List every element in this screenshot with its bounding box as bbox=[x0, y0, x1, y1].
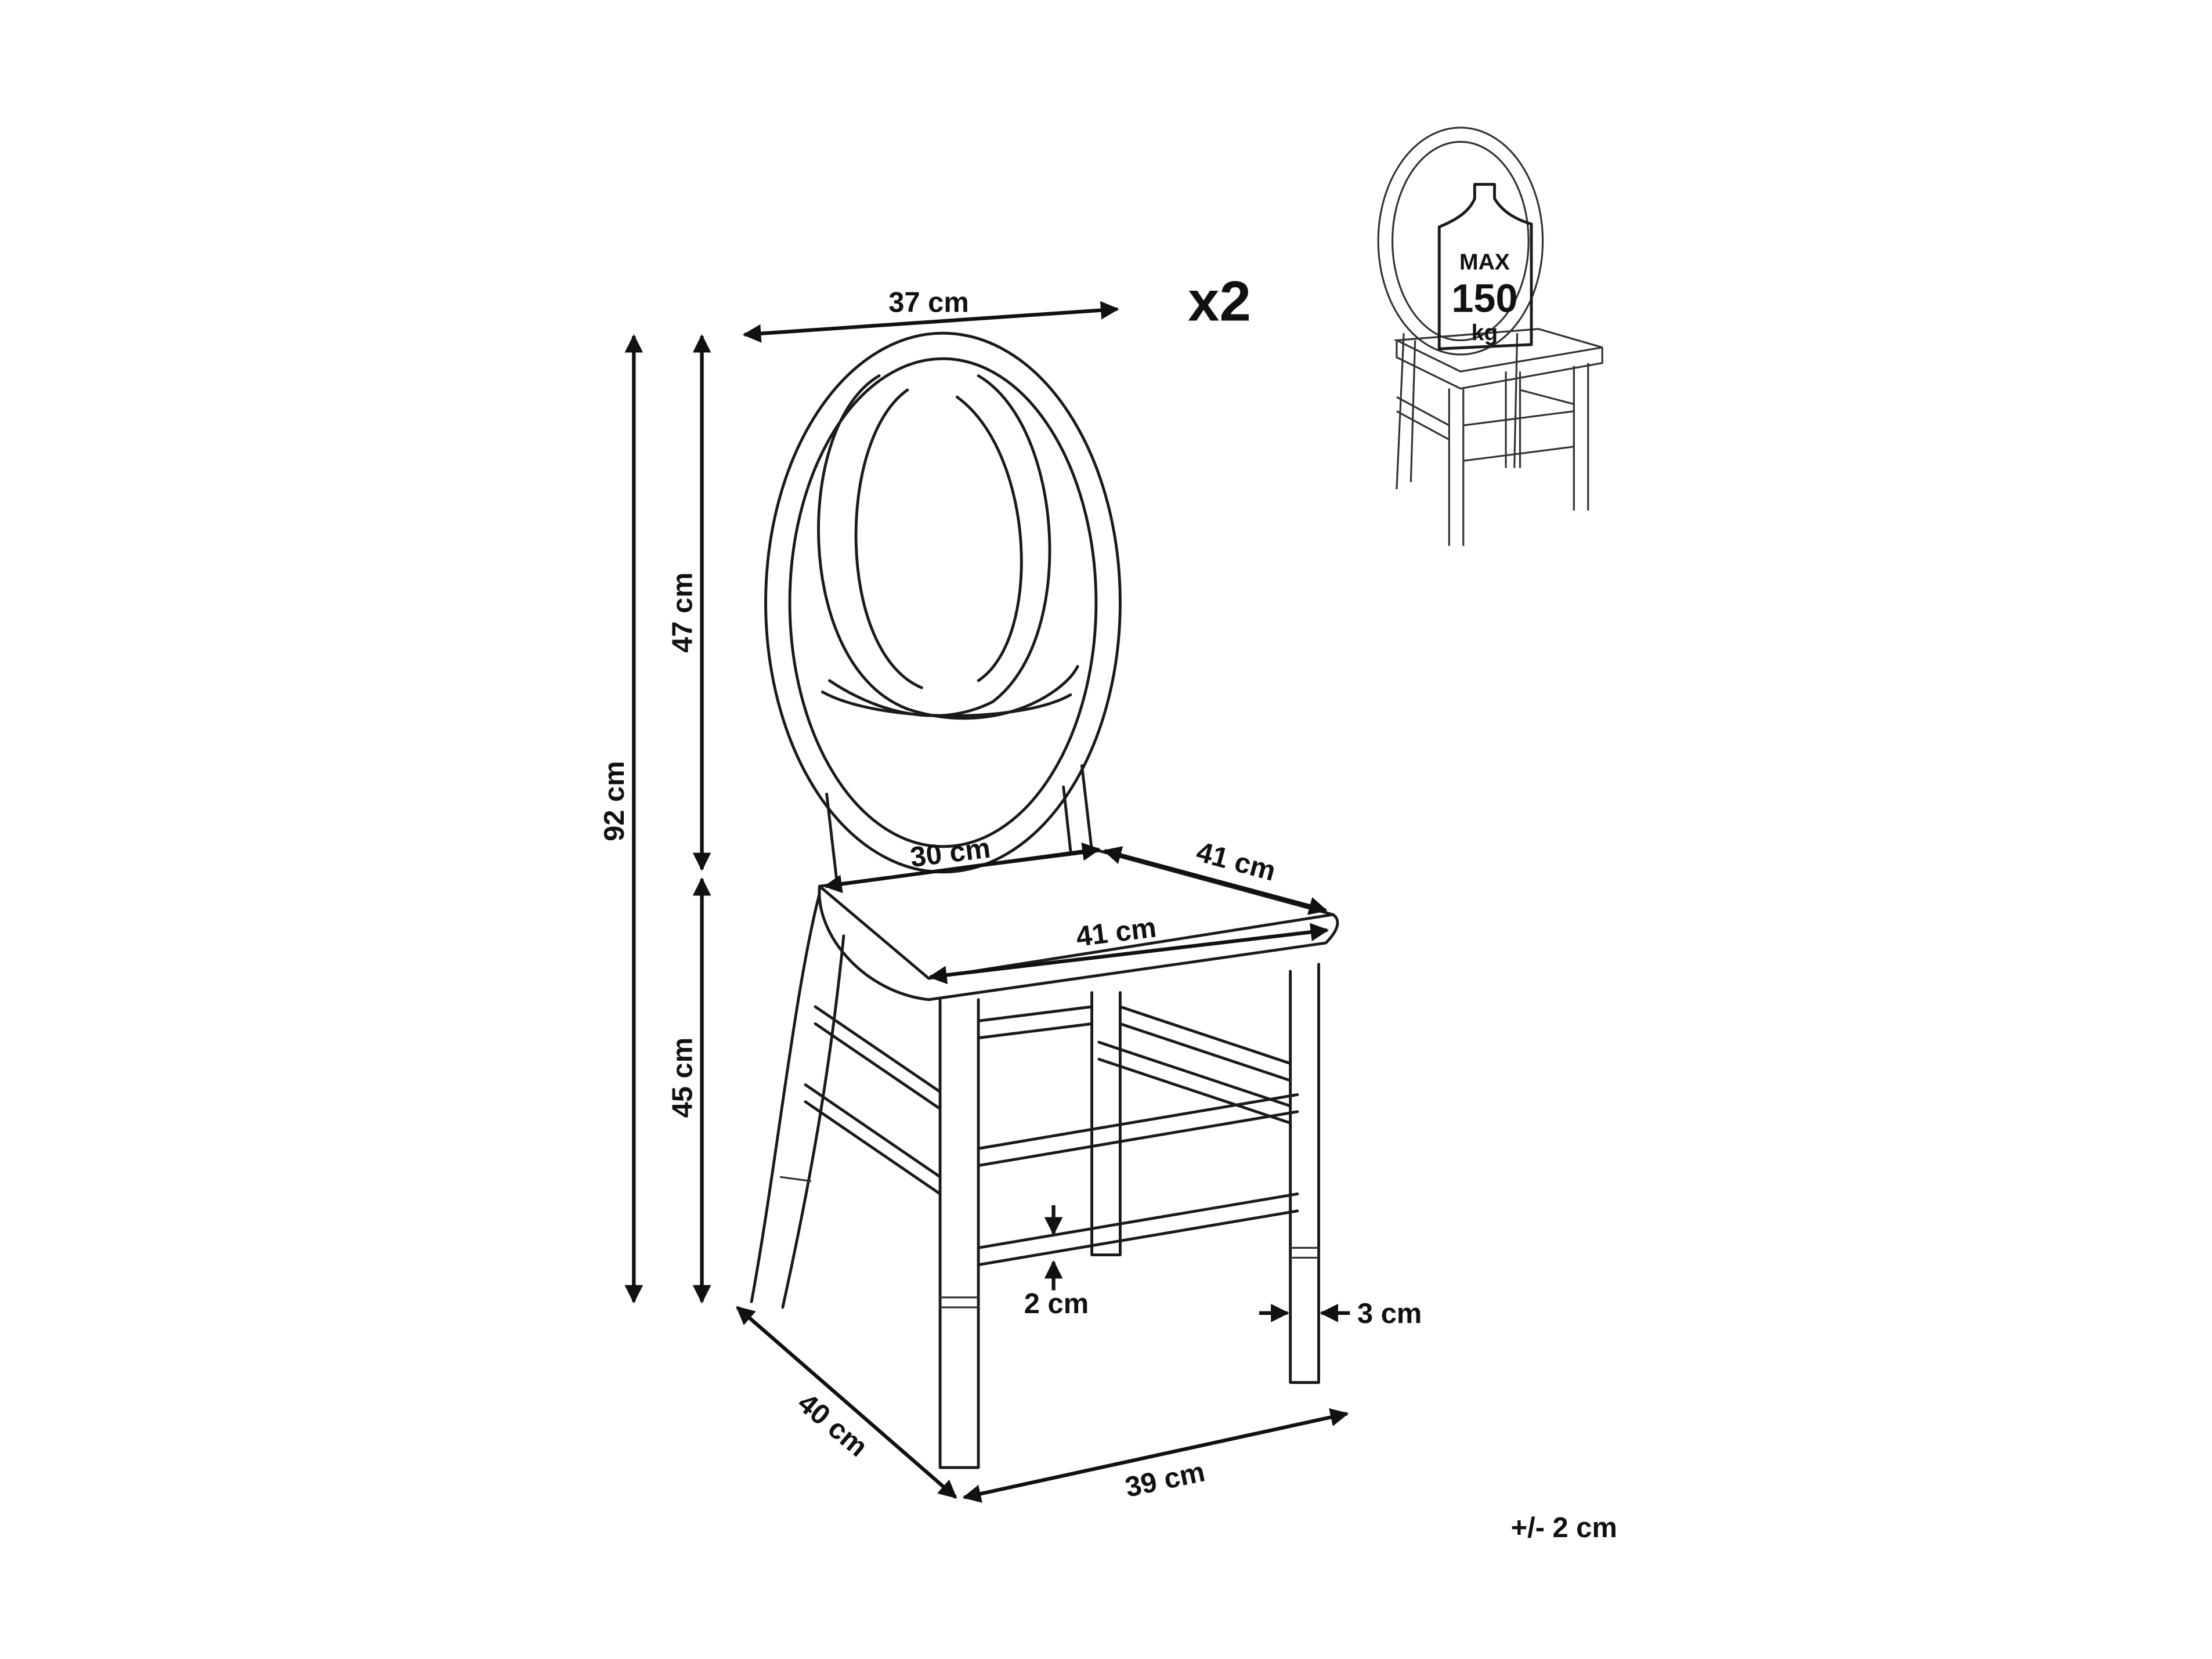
base-width-label: 39 cm bbox=[1122, 1456, 1208, 1503]
back-width-label: 37 cm bbox=[888, 287, 969, 319]
load-capacity-illustration: MAX 150 kg bbox=[1377, 126, 1603, 546]
base-depth-label: 40 cm bbox=[791, 1387, 873, 1463]
leg-thickness-label: 3 cm bbox=[1357, 1298, 1422, 1329]
badge-unit: kg bbox=[1472, 320, 1498, 345]
badge-max: MAX bbox=[1459, 250, 1510, 274]
badge-weight: 150 bbox=[1451, 277, 1517, 321]
seat-front-width-label: 41 cm bbox=[1075, 912, 1158, 952]
rung-thickness-label: 2 cm bbox=[1024, 1288, 1089, 1320]
tolerance-label: +/- 2 cm bbox=[1511, 1512, 1617, 1544]
quantity-label: x2 bbox=[1188, 269, 1251, 332]
back-height-label: 47 cm bbox=[667, 572, 698, 653]
chair-drawing bbox=[750, 331, 1339, 1469]
seat-height-label: 45 cm bbox=[667, 1038, 698, 1118]
dimension-lines bbox=[624, 301, 1350, 1503]
total-height-label: 92 cm bbox=[599, 761, 630, 841]
